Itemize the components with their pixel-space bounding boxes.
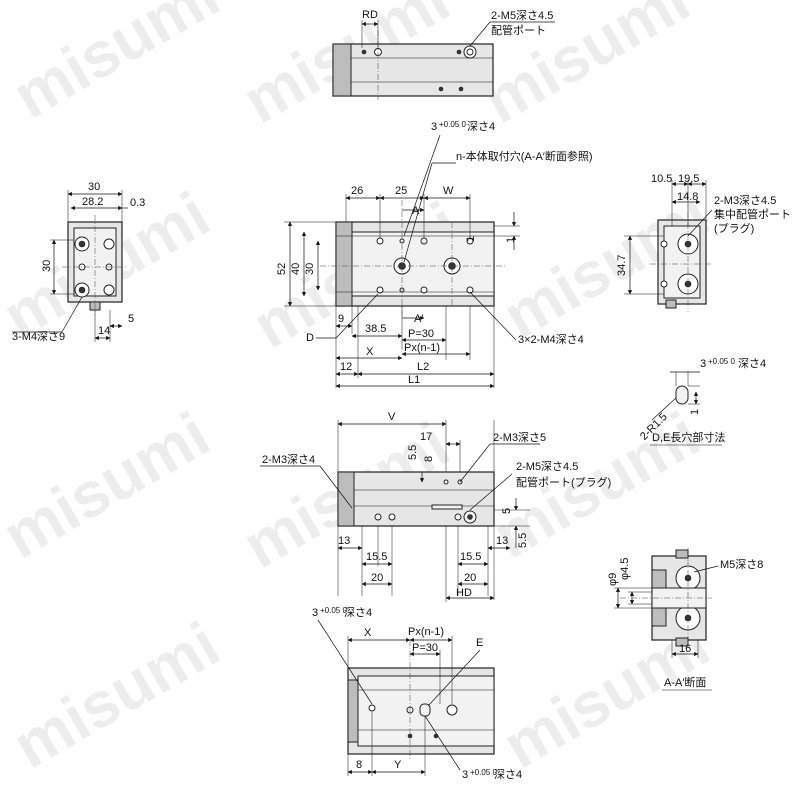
section-m5-callout: M5深さ8 bbox=[720, 558, 763, 571]
lower-pin-tol: +0.05 0 bbox=[320, 606, 347, 615]
side-view: 30 28.2 0.3 30 3-M4深さ9 14 5 bbox=[12, 181, 145, 343]
slot-detail: 1 3 +0.05 0 深さ4 2-R1.5 D,E長穴部寸法 bbox=[638, 357, 766, 446]
dim-12: 12 bbox=[340, 361, 352, 373]
dim-34-7: 34.7 bbox=[616, 255, 628, 276]
port-callout-right: 2-M3深さ4.5 bbox=[714, 194, 776, 207]
dim-hd: HD bbox=[456, 587, 472, 599]
dim-1-right: 1 bbox=[505, 237, 517, 243]
lower-pitch-30: P=30 bbox=[412, 642, 438, 654]
dim-14-8: 14.8 bbox=[677, 191, 698, 203]
port-hole-inner bbox=[466, 48, 474, 56]
right-view: 10.5 19.5 14.8 2-M3深さ4.5 集中配管ポート (プラグ) 3… bbox=[616, 173, 791, 312]
pin-depth: 深さ4 bbox=[467, 120, 495, 133]
bottom-view-endplate bbox=[337, 471, 355, 527]
dim-9: 9 bbox=[338, 313, 344, 325]
lower-pitch-count: Px(n-1) bbox=[408, 626, 444, 638]
slot-pin: 3 bbox=[700, 358, 706, 370]
port-callout: 2-M5深さ4.5 bbox=[491, 9, 553, 22]
section-phi9: φ9 bbox=[607, 573, 619, 586]
front-view-endplate bbox=[335, 221, 353, 307]
dim-30: 30 bbox=[88, 181, 100, 193]
section-title: A-A′断面 bbox=[664, 675, 706, 689]
m3-4-callout: 2-M3深さ4 bbox=[262, 453, 315, 466]
dim-14: 14 bbox=[98, 325, 110, 337]
dim-13-left: 13 bbox=[338, 535, 350, 547]
lower-dim-8: 8 bbox=[356, 759, 362, 771]
section-a-label: A bbox=[412, 205, 420, 217]
lower-pin-depth: 深さ4 bbox=[344, 606, 372, 619]
thread-callout: 3-M4深さ9 bbox=[12, 330, 65, 343]
dim-30-vertical: 30 bbox=[41, 260, 53, 272]
watermark: misumi bbox=[1, 0, 231, 132]
pin-tolerance: +0.05 0 bbox=[439, 120, 466, 129]
dim-28-2: 28.2 bbox=[82, 196, 103, 208]
top-view: RD 2-M5深さ4.5 配管ポート bbox=[332, 9, 555, 100]
slot-dim-1: 1 bbox=[689, 409, 701, 415]
dim-8: 8 bbox=[423, 456, 435, 462]
e-slot-label: E bbox=[476, 637, 483, 649]
pin-callout: 3 bbox=[431, 121, 437, 133]
mount-hole-note: n-本体取付穴(A-A′断面参照) bbox=[456, 149, 593, 163]
lower-dim-y: Y bbox=[394, 759, 402, 771]
dim-26: 26 bbox=[351, 185, 363, 197]
section-view: φ9 φ4.5 M5深さ8 16 A-A′断面 bbox=[607, 548, 763, 691]
dim-20-right: 20 bbox=[464, 572, 476, 584]
bottom-view: V 17 8 5.5 2-M3深さ5 2-M3深さ4 2-M5深さ4.5 配管ポ… bbox=[260, 411, 611, 602]
port-callout-sub: 配管ポート bbox=[491, 23, 546, 37]
dim-20-left: 20 bbox=[371, 572, 383, 584]
d-slot-label: D bbox=[306, 332, 314, 344]
port-callout-right-sub1: 集中配管ポート bbox=[714, 207, 791, 221]
lower-pin2-tol: +0.05 0 bbox=[470, 768, 497, 777]
dim-10-5: 10.5 bbox=[651, 173, 672, 185]
section-a-prime-label: A′ bbox=[414, 313, 423, 325]
dim-l1: L1 bbox=[408, 374, 420, 386]
dim-15-5-right: 15.5 bbox=[460, 551, 481, 563]
dim-0-3: 0.3 bbox=[130, 197, 145, 209]
dim-w: W bbox=[443, 185, 454, 197]
dim-40: 40 bbox=[290, 263, 302, 275]
m5-callout-sub: 配管ポート(プラグ) bbox=[516, 475, 611, 489]
lower-pin2-depth: 深さ4 bbox=[494, 768, 522, 781]
dim-19-5: 19.5 bbox=[678, 173, 699, 185]
dim-5: 5 bbox=[128, 313, 134, 325]
m3-5-callout: 2-M3深さ5 bbox=[493, 431, 546, 444]
rd-label: RD bbox=[362, 9, 378, 21]
dim-30-front: 30 bbox=[304, 263, 316, 275]
front-view: 3 +0.05 0 深さ4 n-本体取付穴(A-A′断面参照) 26 25 W … bbox=[276, 120, 593, 389]
dim-v: V bbox=[388, 411, 396, 423]
lower-view: 3 +0.05 0 深さ4 X Px(n-1) P=30 E 8 Y 3 +0.… bbox=[312, 606, 522, 781]
slot-pin-tol: +0.05 0 bbox=[708, 357, 735, 366]
dim-l2: L2 bbox=[417, 361, 429, 373]
watermark: misumi bbox=[1, 608, 231, 782]
dim-1-inner: 1 bbox=[465, 236, 477, 242]
dim-13-right: 13 bbox=[496, 535, 508, 547]
slot-shape bbox=[675, 385, 689, 405]
lower-dim-x: X bbox=[364, 627, 372, 639]
m5-callout: 2-M5深さ4.5 bbox=[516, 460, 578, 473]
dim-5-bottom: 5 bbox=[501, 508, 513, 514]
dim-5-5-bottom: 5.5 bbox=[517, 533, 529, 548]
thread-callout-front: 3×2-M4深さ4 bbox=[518, 333, 584, 346]
watermark-layer: misumi misumi misumi misumi misumi misum… bbox=[0, 0, 721, 782]
dim-5-5-top: 5.5 bbox=[407, 445, 419, 460]
dim-x: X bbox=[366, 346, 374, 358]
port-callout-right-sub2: (プラグ) bbox=[714, 221, 754, 235]
dim-25: 25 bbox=[395, 185, 407, 197]
lower-pin2: 3 bbox=[462, 769, 468, 781]
pitch-30: P=30 bbox=[408, 328, 434, 340]
section-phi4-5: φ4.5 bbox=[619, 558, 631, 580]
watermark: misumi bbox=[0, 398, 221, 572]
dim-15-5-left: 15.5 bbox=[366, 551, 387, 563]
top-view-endplate bbox=[332, 43, 352, 97]
pitch-count: Px(n-1) bbox=[404, 342, 440, 354]
dim-38-5: 38.5 bbox=[365, 323, 386, 335]
dim-52: 52 bbox=[276, 263, 288, 275]
section-dim-16: 16 bbox=[679, 643, 691, 655]
dim-17: 17 bbox=[420, 431, 432, 443]
lower-pin: 3 bbox=[312, 607, 318, 619]
slot-detail-title: D,E長穴部寸法 bbox=[652, 430, 725, 444]
slot-pin-depth: 深さ4 bbox=[738, 357, 766, 370]
